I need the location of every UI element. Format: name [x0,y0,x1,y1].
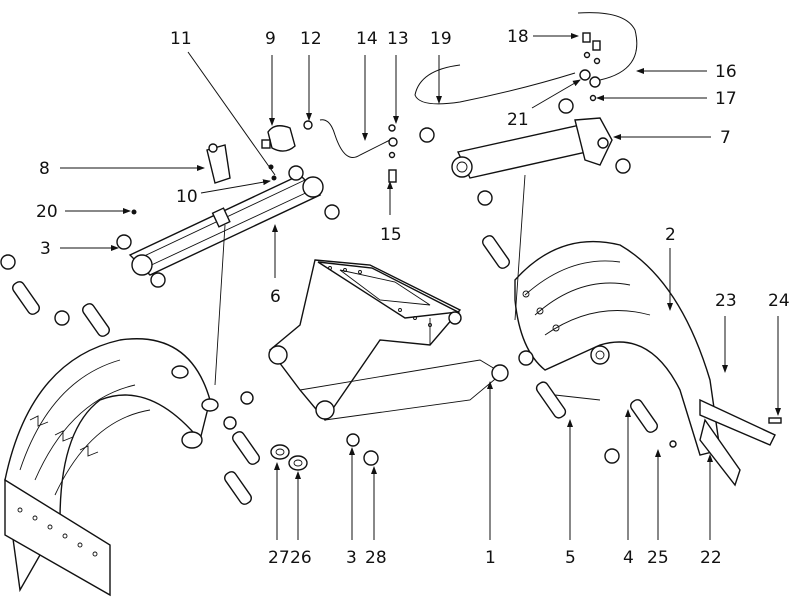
nut-bottom [363,450,379,466]
callout-7: 7 [720,128,731,148]
callout-11: 11 [170,29,192,49]
callout-21: 21 [507,110,529,130]
callout-6: 6 [270,287,281,307]
callout-9: 9 [265,29,276,49]
callout-4: 4 [623,548,634,568]
callout-2: 2 [665,225,676,245]
callout-18: 18 [507,27,529,47]
callout-16: 16 [715,62,737,82]
plate-22 [699,418,741,487]
callout-26: 26 [290,548,312,568]
callout-12: 12 [300,29,322,49]
callout-1: 1 [485,548,496,568]
callout-5: 5 [565,548,576,568]
callout-27: 27 [268,548,290,568]
washer-26 [288,455,308,471]
leader-lines [60,33,781,540]
callout-28: 28 [365,548,387,568]
callout-24: 24 [768,291,790,311]
screw-10 [271,175,277,181]
bolt-18a [582,32,591,43]
callout-14: 14 [356,29,378,49]
washer-27 [270,444,290,460]
right-jaw [514,240,721,456]
fitting-15 [388,169,397,183]
plate-23 [699,398,776,446]
callout-22: 22 [700,548,722,568]
fitting-12 [303,120,313,130]
callout-23: 23 [715,291,737,311]
main-frame [268,259,509,422]
callout-3-bottom: 3 [346,548,357,568]
callout-25: 25 [647,548,669,568]
callout-labels: 11 9 12 14 13 19 18 16 17 21 7 8 10 20 3… [36,27,790,568]
bushing-bottom [346,433,360,447]
left-jaw [4,338,219,597]
callout-3-top: 3 [40,239,51,259]
bolt-25 [669,440,677,448]
accumulator [206,125,296,184]
callout-10: 10 [176,187,198,207]
banjo-21 [579,69,591,81]
callout-13: 13 [387,29,409,49]
hose-14 [319,119,391,158]
screw-20 [131,209,137,215]
callout-8: 8 [39,159,50,179]
washer-17 [589,94,597,102]
link-arm [116,165,340,288]
hydraulic-cylinder [419,98,631,206]
bolt-18b [592,40,601,51]
callout-20: 20 [36,202,58,222]
hose-16 [577,12,638,81]
bolt-24 [768,417,782,424]
callout-15: 15 [380,225,402,245]
callout-19: 19 [430,29,452,49]
left-pins [0,254,260,505]
callout-17: 17 [715,89,737,109]
